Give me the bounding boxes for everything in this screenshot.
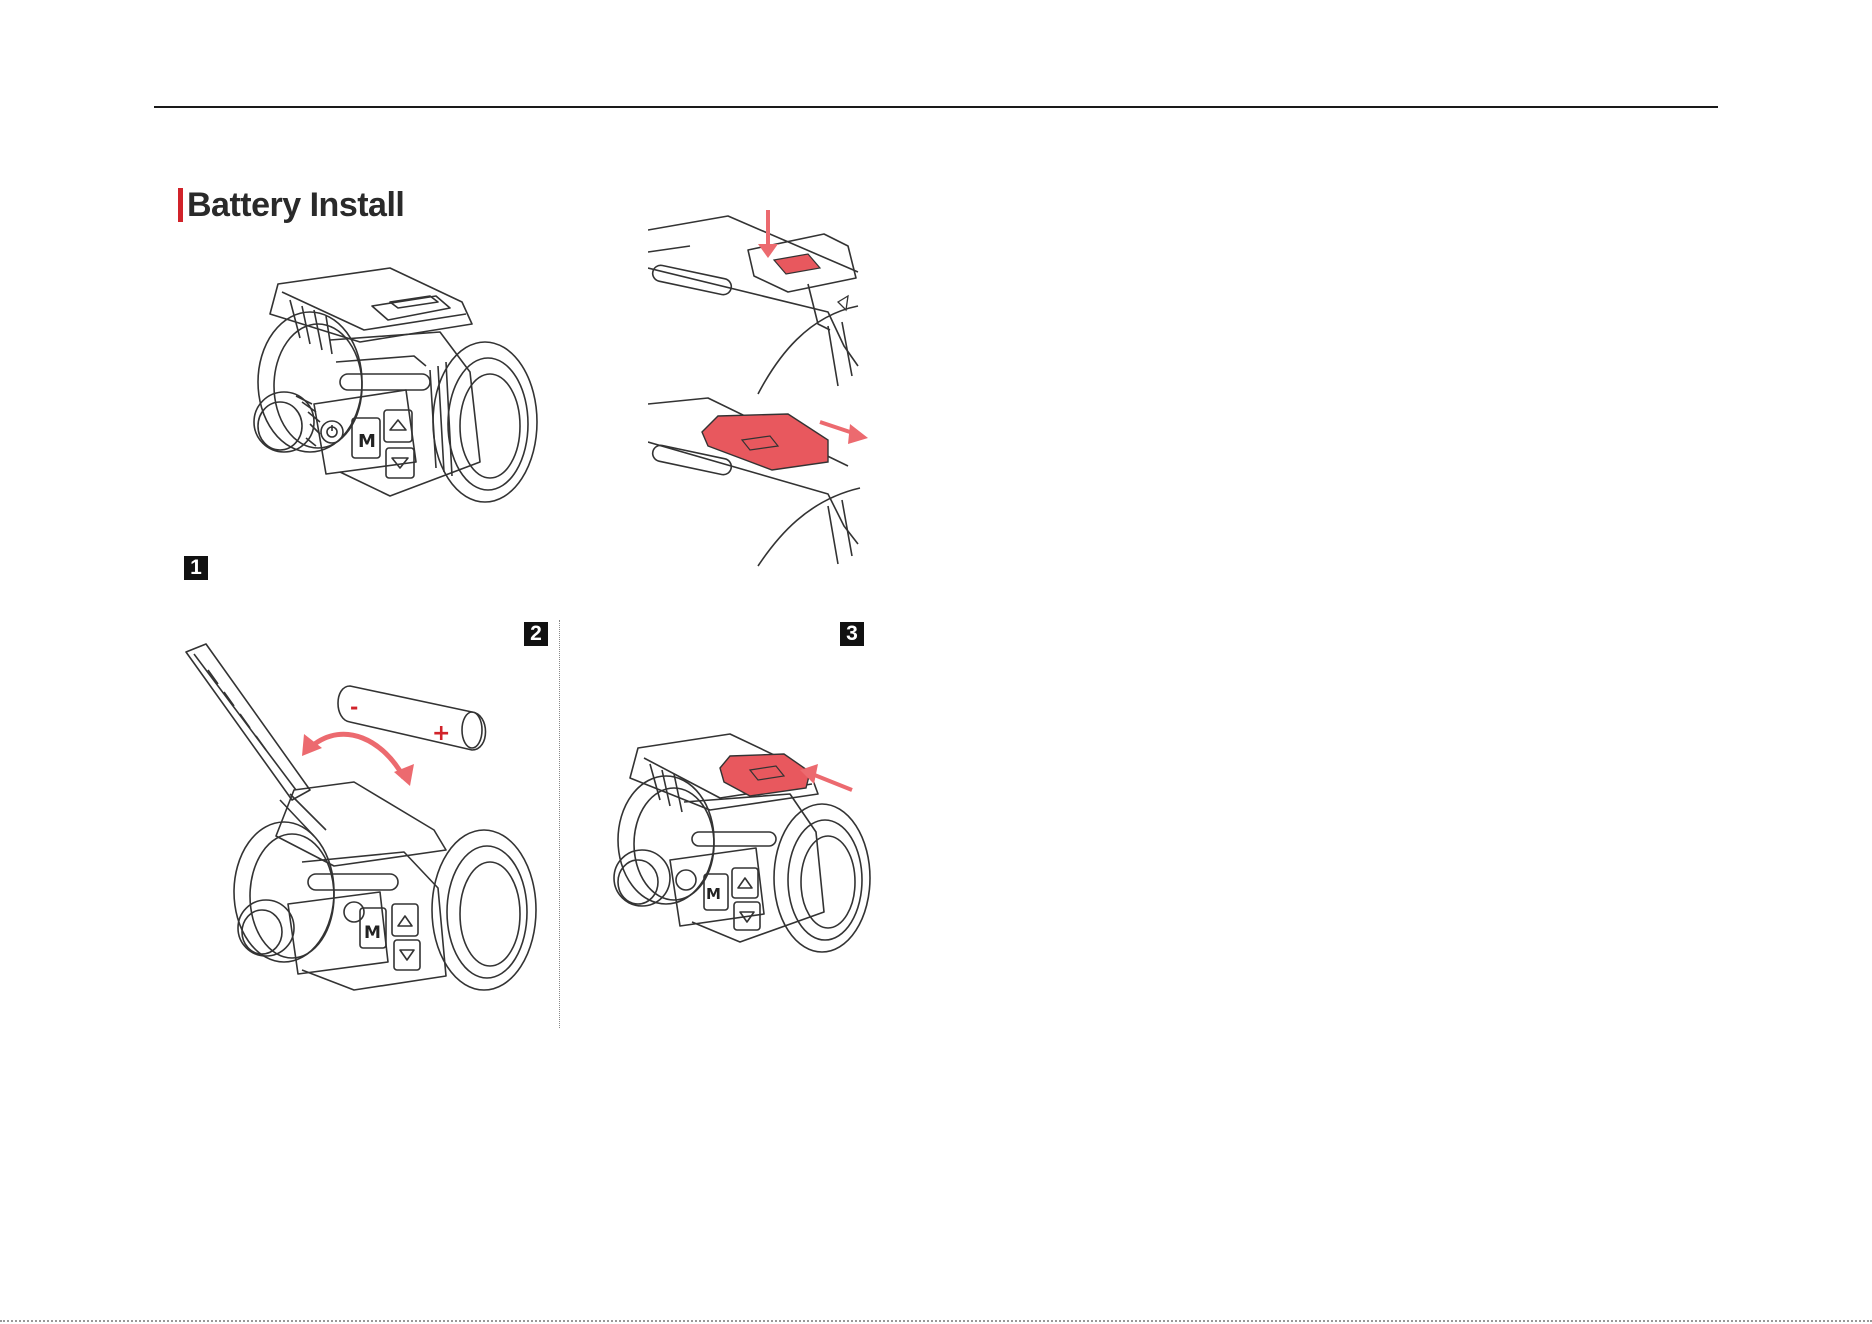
mode-button-label: M <box>364 923 381 943</box>
down-arrow-icon <box>758 210 778 258</box>
curved-arrow-icon <box>302 734 414 786</box>
left-arrow-icon <box>800 764 852 790</box>
battery-minus-sign: - <box>350 695 358 719</box>
mode-button-label: M <box>358 431 376 452</box>
slide-latch-illustration <box>648 396 870 568</box>
heading-accent-bar <box>178 188 183 222</box>
insert-battery-illustration: - + M <box>184 640 544 994</box>
battery-cover-highlight <box>702 414 828 470</box>
step-2-badge: 2 <box>524 622 548 646</box>
step-1-badge: 1 <box>184 556 208 580</box>
battery-cover-highlight <box>720 754 810 796</box>
page-title: Battery Install <box>187 186 404 224</box>
footer-rule <box>0 1320 1872 1322</box>
device-closed-illustration: M <box>240 262 550 524</box>
latch-highlight <box>774 254 820 274</box>
column-divider <box>559 620 560 1028</box>
close-cover-illustration: M <box>600 728 872 960</box>
press-latch-illustration <box>648 206 868 396</box>
header-rule <box>154 106 1718 108</box>
mode-button-label: M <box>706 885 721 903</box>
section-heading: Battery Install <box>178 186 404 224</box>
battery-plus-sign: + <box>432 721 450 746</box>
step-3-badge: 3 <box>840 622 864 646</box>
